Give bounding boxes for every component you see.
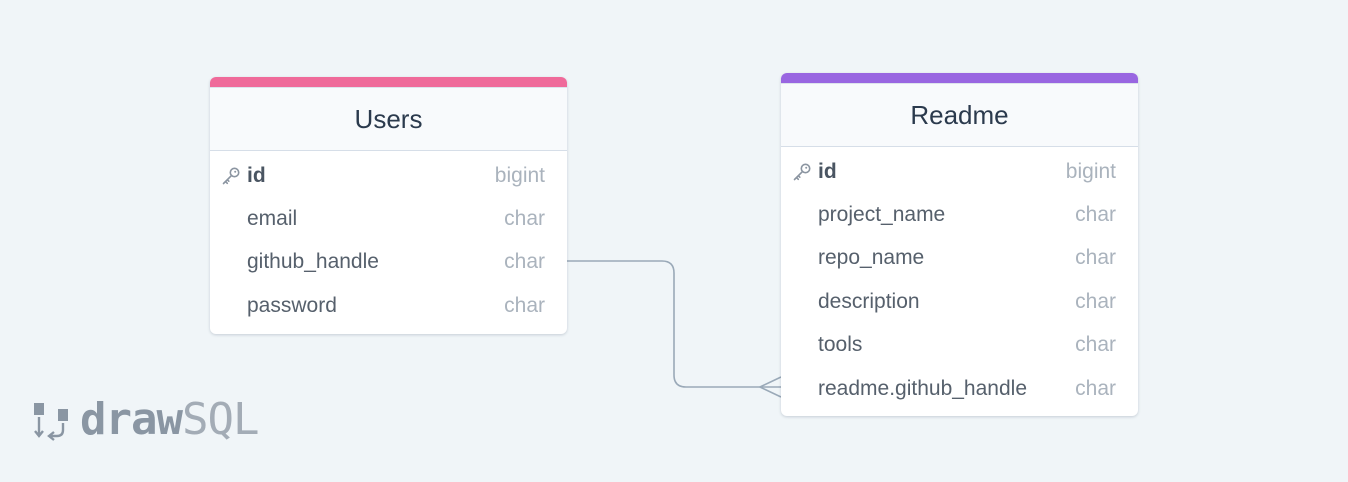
column-type: char <box>1075 203 1116 227</box>
column-type: char <box>1075 289 1116 313</box>
users-table-title[interactable]: Users <box>210 87 567 151</box>
column-type: char <box>504 250 545 274</box>
key-icon <box>793 163 811 180</box>
readme-table-title[interactable]: Readme <box>781 83 1138 147</box>
readme-table[interactable]: Readme id bigint project_name char repo_… <box>781 73 1138 417</box>
logo-text-sql: SQL <box>181 394 259 445</box>
column-name: description <box>818 289 920 313</box>
crows-foot-many-icon <box>758 376 782 398</box>
column-type: bigint <box>1065 159 1116 183</box>
column-name: readme.github_handle <box>818 376 1027 400</box>
readme-column-tools[interactable]: tools char <box>781 324 1138 367</box>
column-name: repo_name <box>818 246 925 270</box>
readme-column-repo-name[interactable]: repo_name char <box>781 237 1138 280</box>
users-table[interactable]: Users id bigint email char github_handle… <box>210 77 567 334</box>
users-column-github-handle[interactable]: github_handle char <box>210 241 567 284</box>
column-type: char <box>1075 333 1116 357</box>
column-name: project_name <box>818 203 946 227</box>
column-type: bigint <box>494 163 545 187</box>
column-type: char <box>1075 376 1116 400</box>
logo-text-draw: draw <box>80 394 183 445</box>
column-name: password <box>247 293 337 317</box>
readme-table-accent <box>781 73 1138 83</box>
drawsql-logo: draw SQL <box>32 394 259 445</box>
column-name: id <box>247 163 266 187</box>
column-name: tools <box>818 333 863 357</box>
key-icon <box>222 167 240 184</box>
users-column-id[interactable]: id bigint <box>210 154 567 197</box>
column-type: char <box>504 293 545 317</box>
readme-column-readme-github-handle[interactable]: readme.github_handle char <box>781 367 1138 410</box>
readme-column-id[interactable]: id bigint <box>781 150 1138 193</box>
users-column-password[interactable]: password char <box>210 284 567 327</box>
column-name: github_handle <box>247 250 379 274</box>
readme-column-description[interactable]: description char <box>781 280 1138 323</box>
relationship-line[interactable] <box>567 260 781 388</box>
users-table-accent <box>210 77 567 87</box>
readme-column-project-name[interactable]: project_name char <box>781 193 1138 236</box>
drawsql-logo-icon <box>34 402 68 441</box>
column-type: char <box>504 207 545 231</box>
users-column-email[interactable]: email char <box>210 197 567 240</box>
column-name: id <box>818 159 837 183</box>
column-type: char <box>1075 246 1116 270</box>
column-name: email <box>247 207 298 231</box>
